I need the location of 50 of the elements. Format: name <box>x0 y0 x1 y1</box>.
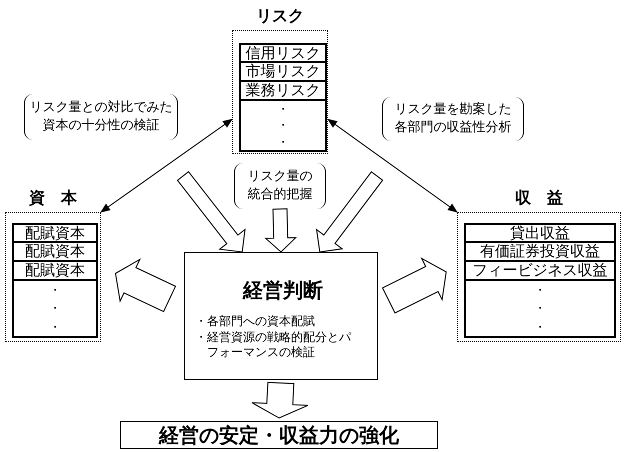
table-row <box>12 280 98 338</box>
ellipsis-dot: ・ <box>534 302 546 314</box>
block-arrow <box>176 171 246 253</box>
table-row <box>239 81 327 100</box>
table-row <box>464 223 616 242</box>
row-text: 配賦資本 <box>25 263 85 278</box>
double-arrow <box>327 118 458 213</box>
ellipsis-dot: ・ <box>277 103 289 116</box>
ellipsis-dot: ・ <box>534 320 546 333</box>
row-text: 信用リスク <box>246 46 320 60</box>
table-row <box>239 100 327 152</box>
ellipsis-dot: ・ <box>49 320 61 333</box>
row-text: 市場リスク <box>246 64 320 79</box>
block-arrow <box>382 257 447 314</box>
table-row <box>12 261 98 280</box>
row-text: 貸出収益 <box>510 226 570 240</box>
note-text: リスク量を勘案した各部門の収益性分析 <box>394 101 512 137</box>
bullet-item: ・各部門への資本配賦 <box>195 314 316 330</box>
double-arrow <box>100 118 233 213</box>
block-arrow <box>251 382 308 419</box>
row-text: 配賦資本 <box>25 244 85 259</box>
group-heading: 資 本 <box>28 188 78 209</box>
table-row <box>239 43 327 62</box>
ellipsis-dot: ・ <box>49 284 61 296</box>
block-arrow <box>316 171 384 253</box>
row-text: 有価証券投資収益 <box>480 244 600 259</box>
ellipsis-dot: ・ <box>277 136 289 148</box>
table-row <box>464 242 616 261</box>
row-text: 配賦資本 <box>25 226 85 240</box>
box-title: 経営判断 <box>242 277 324 304</box>
note-text: リスク量の統合的把握 <box>246 168 314 204</box>
ellipsis-dot: ・ <box>277 119 289 132</box>
block-arrow <box>114 258 176 312</box>
bullet-item: ・経営資源の戦略的配分とパフォーマンスの検証 <box>195 330 352 361</box>
note-text: リスク量との対比でみた資本の十分性の検証 <box>28 99 174 135</box>
result-text: 経営の安定・収益力の強化 <box>159 422 399 448</box>
result-box <box>120 421 438 449</box>
table-row <box>12 223 98 242</box>
table-row <box>464 280 616 338</box>
table-row <box>464 261 616 280</box>
group-heading: 収 益 <box>514 188 564 209</box>
decision-box <box>184 252 378 380</box>
ellipsis-dot: ・ <box>49 302 61 314</box>
row-text: フィービジネス収益 <box>472 263 608 278</box>
row-text: 業務リスク <box>246 83 320 98</box>
group-heading: リスク <box>255 6 305 27</box>
table-row <box>12 242 98 261</box>
ellipsis-dot: ・ <box>534 284 546 296</box>
block-arrow <box>264 208 297 253</box>
table-row <box>239 62 327 81</box>
